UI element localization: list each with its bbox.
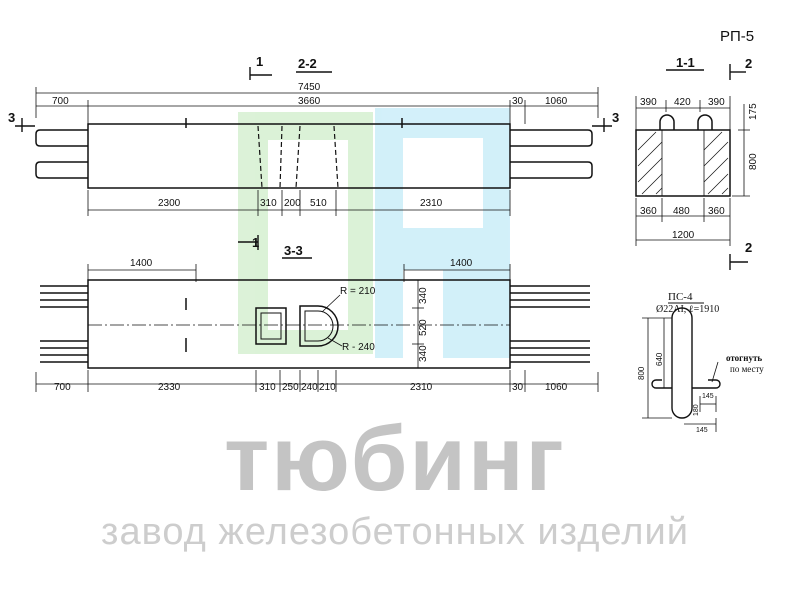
- top-plan-geometry: [15, 87, 612, 216]
- section-mark-2-bottom: 2: [745, 240, 752, 255]
- cross-top-right-dim: 175: [748, 103, 759, 120]
- section-marker-3-3: [238, 235, 312, 259]
- cross-height-dim: 800: [748, 153, 759, 170]
- section-label-1-lower: 1: [252, 235, 259, 250]
- section-label-2-2: 2-2: [298, 56, 317, 71]
- vert-dim-2: 520: [418, 319, 429, 336]
- top-mid-dim: 3660: [298, 96, 321, 107]
- rebar-dim-145-a: 145: [702, 393, 714, 400]
- rebar-height-dim: 800: [637, 366, 646, 380]
- top-bottom-dim-4: 510: [310, 198, 327, 209]
- watermark-logo-shape: [238, 108, 510, 360]
- bottom-dim-6: 210: [319, 382, 336, 393]
- top-right-gap-dim: 30: [512, 96, 524, 107]
- bottom-dim-7: 2310: [410, 382, 433, 393]
- bottom-dim-4: 250: [282, 382, 299, 393]
- rebar-spec: Ø22AI, ℓ=1910: [656, 304, 719, 315]
- section-label-1: 1: [256, 54, 263, 69]
- bottom-dim-8: 30: [512, 382, 524, 393]
- cut-mark-right: 3: [612, 110, 619, 125]
- top-bottom-dim-5: 2310: [420, 198, 443, 209]
- cross-top-dim-3: 390: [708, 97, 725, 108]
- vert-dim-1: 340: [418, 287, 429, 304]
- radius-label-a: R = 210: [340, 286, 376, 297]
- bottom-dim-5: 240: [301, 382, 318, 393]
- cross-bottom-dim-2: 480: [673, 206, 690, 217]
- cross-top-dim-2: 420: [674, 97, 691, 108]
- cross-bottom-dim-1: 360: [640, 206, 657, 217]
- section-label-1-1: 1-1: [676, 55, 695, 70]
- bottom-plan-geometry: [35, 264, 599, 392]
- top-left-end-dim: 700: [52, 96, 69, 107]
- rebar-dim-145-b: 145: [696, 427, 708, 434]
- section-marker-top: [249, 67, 332, 80]
- rebar-inner-dim: 640: [655, 352, 664, 366]
- top-bottom-dim-1: 2300: [158, 198, 181, 209]
- bottom-dim-3: 310: [259, 382, 276, 393]
- watermark-title: тюбинг: [224, 408, 566, 510]
- top-right-end-dim: 1060: [545, 96, 568, 107]
- rebar-dim-180: 180: [693, 404, 700, 416]
- rebar-geometry: [642, 302, 721, 432]
- sheet-code: РП-5: [720, 28, 754, 45]
- top-bottom-dim-3: 200: [284, 198, 301, 209]
- rebar-note-2: по месту: [730, 364, 764, 374]
- cross-width-dim: 1200: [672, 230, 695, 241]
- cross-bottom-dim-3: 360: [708, 206, 725, 217]
- watermark-subtitle: завод железобетонных изделий: [101, 511, 689, 553]
- bottom-top-right-dim: 1400: [450, 258, 473, 269]
- cut-mark-left: 3: [8, 110, 15, 125]
- top-overall-dim: 7450: [298, 82, 321, 93]
- bottom-top-left-dim: 1400: [130, 258, 153, 269]
- bottom-dim-2: 2330: [158, 382, 181, 393]
- cross-section-geometry: [635, 64, 750, 270]
- radius-label-b: R - 240: [342, 342, 375, 353]
- vert-dim-3: 340: [418, 345, 429, 362]
- section-mark-2-top: 2: [745, 56, 752, 71]
- top-bottom-dim-2: 310: [260, 198, 277, 209]
- bottom-dim-1: 700: [54, 382, 71, 393]
- rebar-note-1: отогнуть: [726, 353, 762, 363]
- section-label-3-3: 3-3: [284, 243, 303, 258]
- bottom-dim-9: 1060: [545, 382, 568, 393]
- cross-top-dim-1: 390: [640, 97, 657, 108]
- rebar-title: ПС-4: [668, 291, 693, 303]
